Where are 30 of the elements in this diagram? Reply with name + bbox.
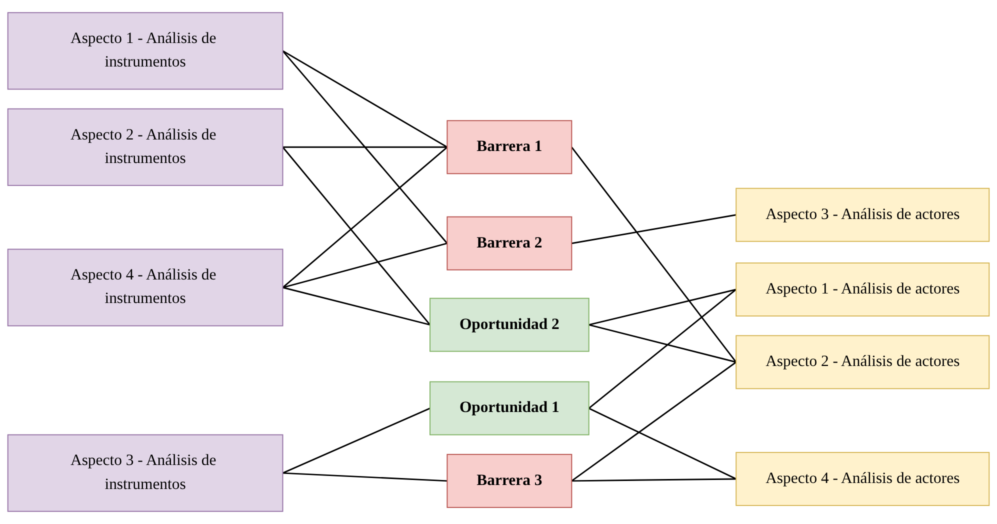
connector — [571, 146, 737, 363]
connector — [282, 286, 430, 326]
connector — [282, 50, 448, 244]
connector — [572, 214, 736, 244]
node-box: Barrera 1 — [446, 120, 572, 174]
node-box: Aspecto 3 - Análisis de instrumentos — [7, 434, 284, 512]
node-box: Aspecto 3 - Análisis de actores — [736, 188, 990, 242]
connector — [588, 408, 736, 480]
node-box: Oportunidad 2 — [430, 298, 590, 352]
node-box: Barrera 3 — [446, 454, 572, 508]
node-box: Barrera 2 — [446, 216, 572, 270]
connector — [588, 288, 736, 326]
connector — [282, 472, 448, 482]
node-box: Aspecto 2 - Análisis de actores — [736, 335, 990, 390]
connector — [282, 50, 448, 148]
connector — [282, 146, 448, 288]
connector — [571, 362, 737, 482]
connector — [588, 324, 736, 363]
connector — [572, 478, 736, 482]
connector — [282, 146, 448, 148]
node-box: Aspecto 2 - Análisis de instrumentos — [7, 108, 284, 186]
connector — [282, 146, 431, 326]
node-box: Aspecto 1 - Análisis de instrumentos — [7, 12, 284, 90]
node-box: Oportunidad 1 — [430, 381, 590, 436]
connector — [282, 408, 430, 474]
node-box: Aspecto 4 - Análisis de actores — [736, 452, 990, 506]
node-box: Aspecto 4 - Análisis de instrumentos — [7, 248, 284, 326]
connector — [588, 288, 737, 409]
node-box: Aspecto 1 - Análisis de actores — [736, 262, 990, 316]
connector — [282, 242, 448, 288]
